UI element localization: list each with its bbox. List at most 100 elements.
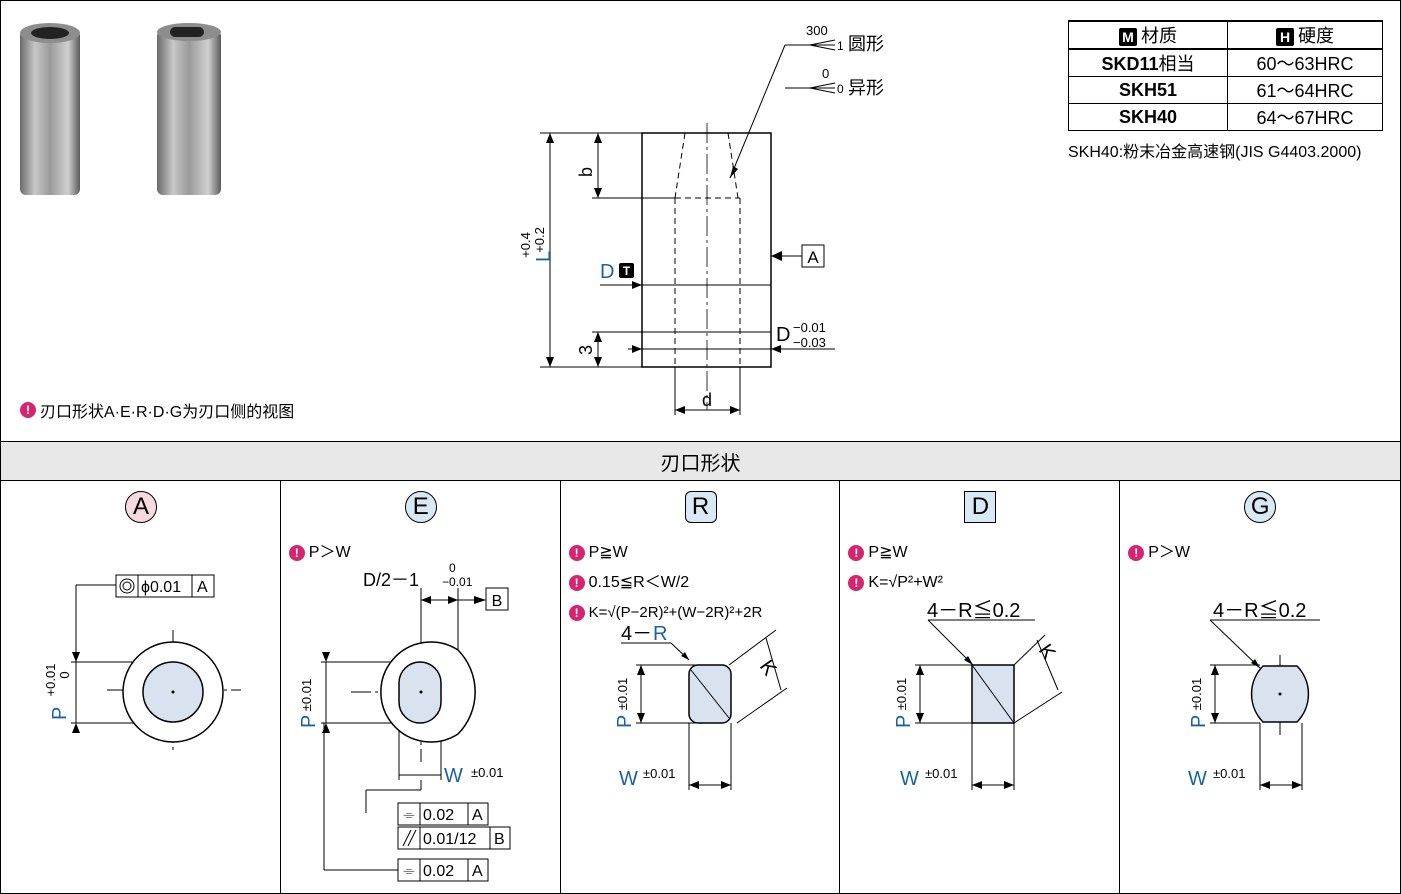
material-name: SKH40	[1118, 106, 1178, 127]
gdt-ref: A	[472, 807, 483, 824]
gdt-frame: 0.01/12 B	[397, 826, 511, 850]
roughness-irregular-sub: 0	[837, 82, 844, 96]
gdt-value: 0.01/12	[423, 831, 476, 848]
dim-p: P	[614, 715, 636, 728]
material-name: SKD11	[1101, 54, 1159, 74]
shape-badge: A	[125, 491, 157, 523]
shape-badge: G	[1244, 491, 1277, 523]
t-mark-label: T	[623, 264, 631, 278]
dim-p: P	[893, 715, 915, 728]
gdt-frame: ⌯ 0.02 A	[397, 802, 489, 826]
gdt-ref: A	[472, 863, 483, 880]
table-row: SKH40 64～67HRC	[1068, 103, 1383, 131]
roughness-irregular-label: 异形	[848, 78, 884, 98]
note-text: K=√(P−2R)²+(W−2R)²+2R	[588, 604, 763, 621]
dim-p: P	[1188, 715, 1210, 728]
dim-w-tol: ±0.01	[643, 766, 675, 781]
info-bulb-icon: !	[1128, 545, 1145, 561]
hardness-cell: 60～63HRC	[1227, 48, 1383, 77]
material-mark-icon: M	[1119, 28, 1137, 47]
material-header: 材质	[1141, 26, 1177, 46]
notes: !P≧W !K=√P²+W²	[848, 538, 943, 598]
dim-D2: D	[776, 324, 790, 346]
shape-panels: A ϕ0.01	[1, 480, 1400, 893]
r-note: 4－R≦0.2	[1213, 599, 1306, 622]
shape-note-text: 刃口形状A·E·R·D·G为刃口侧的视图	[40, 404, 295, 421]
shape-r-drawing: 4－ R K P ±0.01 W ±0.01	[614, 623, 787, 790]
top-section: A b L +0.4 +0.2 D T 3 D −0.01 −0.03 d 30…	[0, 0, 1401, 440]
hardness-cell: 61～64HRC	[1227, 76, 1383, 104]
shape-badge: D	[964, 491, 997, 523]
dim-k: K	[1034, 640, 1060, 664]
info-bulb-icon: !	[848, 575, 865, 591]
shape-e-drawing: D/2－1 0 −0.01 B P ±0.01 W ±0.01 ⌯ 0.02 A	[298, 561, 511, 882]
roughness-irregular-value: 0	[822, 66, 829, 81]
shape-badge: R	[684, 491, 717, 523]
material-cell: SKD11相当	[1068, 48, 1228, 77]
table-row: SKH51 61～64HRC	[1068, 76, 1383, 104]
dim-w: W	[1188, 768, 1207, 790]
dim-L: L	[533, 251, 555, 262]
note: !P＞W	[1128, 538, 1190, 568]
round-punch-photo	[20, 23, 80, 195]
t-mark-icon	[619, 263, 634, 278]
note-text: K=√P²+W²	[868, 574, 943, 591]
shape-g-drawing: 4－R≦0.2 P ±0.01 W ±0.01	[1188, 599, 1321, 790]
dim-b: b	[576, 167, 596, 177]
dim-p-tol: ±0.01	[299, 679, 314, 711]
dim-L-tol-upper: +0.4	[518, 232, 533, 258]
gdt-value: 0.02	[423, 807, 454, 824]
info-bulb-icon: !	[20, 402, 36, 418]
r-note: 4－R≦0.2	[927, 599, 1020, 622]
dim-p: P	[49, 707, 71, 720]
svg-text:⌯: ⌯	[403, 806, 414, 822]
dim-w-tol: ±0.01	[925, 766, 957, 781]
note: !P＞W	[288, 538, 351, 568]
shaped-punch-photo	[157, 23, 221, 195]
notes: !P≧W !0.15≦R＜W/2 !K=√(P−2R)²+(W−2R)²+2R	[568, 538, 763, 628]
dim-d: d	[702, 390, 712, 410]
svg-text:⌯: ⌯	[403, 862, 414, 878]
gdt-frame: ⌯ 0.02 A	[397, 858, 489, 882]
roughness-round-label: 圆形	[848, 34, 884, 54]
dim-top: D/2－1	[363, 570, 419, 590]
dim-top-tol-lower: −0.01	[442, 575, 473, 589]
material-name: SKH51	[1118, 79, 1178, 100]
shape-badge: E	[404, 491, 437, 523]
panel-r: R !P≧W !0.15≦R＜W/2 !K=√(P−2R)²+(W−2R)²+2…	[561, 480, 841, 893]
gdt-value: ϕ0.01	[141, 579, 181, 596]
dim-w: W	[444, 765, 463, 787]
hardness-cell: 64～67HRC	[1227, 103, 1383, 131]
datum-b-label: B	[491, 593, 502, 610]
material-cell: SKH40	[1068, 103, 1228, 131]
gdt-ref: B	[494, 831, 505, 848]
datum-a-box	[801, 244, 825, 268]
info-bulb-icon: !	[288, 545, 305, 561]
notes: !P＞W	[1128, 538, 1190, 568]
shape-a-drawing: ϕ0.01 A P +0.01 0	[43, 574, 241, 750]
note-text: P≧W	[868, 544, 908, 561]
dim-w-tol: ±0.01	[1213, 766, 1245, 781]
info-bulb-icon: !	[568, 545, 585, 561]
note-text: P≧W	[588, 544, 628, 561]
panel-d: D !P≧W !K=√P²+W²	[840, 480, 1121, 893]
panel-e: E !P＞W	[281, 480, 561, 893]
material-suffix: 相当	[1158, 54, 1195, 74]
gdt-frame: ϕ0.01 A	[115, 574, 215, 598]
gdt-value: 0.02	[423, 863, 454, 880]
note: !P≧W	[848, 538, 943, 568]
note: !K=√(P−2R)²+(W−2R)²+2R	[568, 598, 763, 628]
roughness-round-value: 300	[806, 23, 828, 38]
punch-body	[641, 132, 772, 368]
info-bulb-icon: !	[568, 575, 585, 591]
roughness-round-sub: 1	[837, 39, 844, 53]
dim-p-tol-lower: 0	[57, 671, 72, 678]
panel-a: A ϕ0.01	[1, 480, 281, 893]
hardness-header: 硬度	[1298, 26, 1334, 46]
shape-note: ! 刃口形状A·E·R·D·G为刃口侧的视图	[20, 398, 294, 422]
note-text: P＞W	[1148, 544, 1190, 561]
dim-r: R	[653, 623, 667, 645]
